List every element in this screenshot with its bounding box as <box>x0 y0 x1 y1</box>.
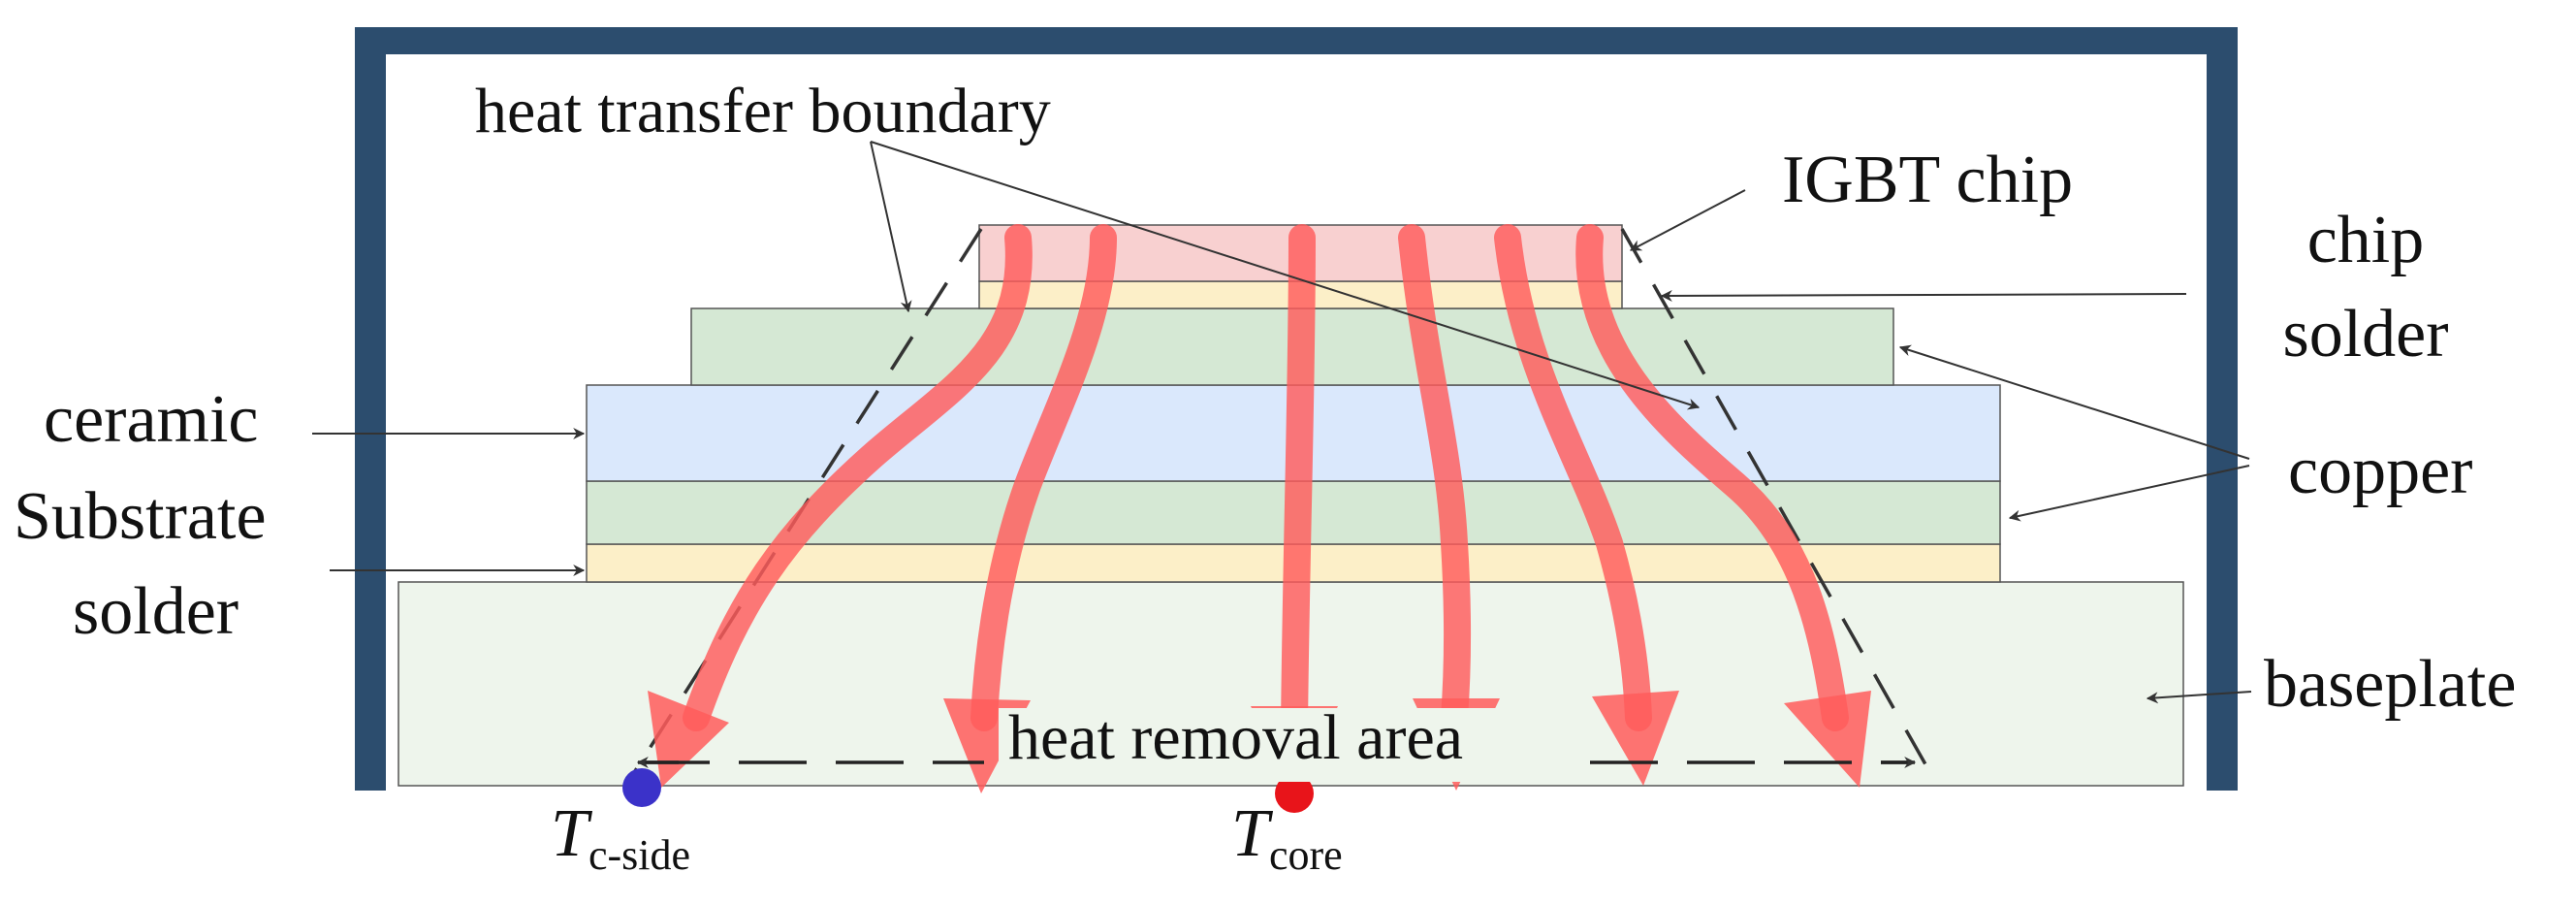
chip-solder-label-line2: solder <box>2282 297 2448 372</box>
heat-arrow-3 <box>1281 224 1316 741</box>
label-leaders <box>312 141 2252 704</box>
igbt-chip-leader <box>1629 189 1746 251</box>
copper-leader-upper <box>1898 344 2250 460</box>
chip-solder-label-line1: chip <box>2307 203 2425 277</box>
baseplate-leader <box>2146 691 2252 704</box>
tc-side-symbol: T <box>551 796 593 871</box>
heat-arrow-1 <box>683 224 1033 731</box>
tcore-subscript: core <box>1269 831 1343 879</box>
boundary-leader-right <box>870 141 1701 410</box>
heat-flow-arrows <box>683 224 1849 741</box>
boundary-leader-left <box>870 141 912 313</box>
heat-arrow-5 <box>1494 224 1652 731</box>
heat-arrow-6 <box>1575 224 1849 731</box>
igbt-chip-label: IGBT chip <box>1782 143 2073 217</box>
heat-removal-label-bg <box>999 708 1586 782</box>
copper-leader-lower <box>2008 465 2250 522</box>
heat-arrow-4 <box>1398 224 1472 731</box>
baseplate-label: baseplate <box>2264 647 2516 722</box>
tcore-label: Tcore <box>1231 796 1343 879</box>
tc-side-label: Tc-side <box>551 796 690 879</box>
chip-solder-leader <box>1660 289 2187 302</box>
tcore-symbol: T <box>1231 796 1274 871</box>
tcore-dot <box>1275 774 1314 813</box>
solder-label: solder <box>73 574 239 649</box>
right-boundary-line <box>1620 228 1931 772</box>
heat-transfer-boundary-label: heat transfer boundary <box>475 76 1051 146</box>
copper-label: copper <box>2288 434 2472 508</box>
heat-arrowhead-5 <box>1592 691 1679 786</box>
ceramic-label: ceramic <box>44 382 258 457</box>
heat-arrow-2 <box>970 224 1117 731</box>
substrate-label: Substrate <box>14 479 267 554</box>
tc-side-dot <box>622 768 661 807</box>
heat-removal-area-label: heat removal area <box>1008 702 1463 773</box>
diagram-labels: heat transfer boundary IGBT chip chip so… <box>14 76 2516 879</box>
tc-side-subscript: c-side <box>588 831 690 879</box>
